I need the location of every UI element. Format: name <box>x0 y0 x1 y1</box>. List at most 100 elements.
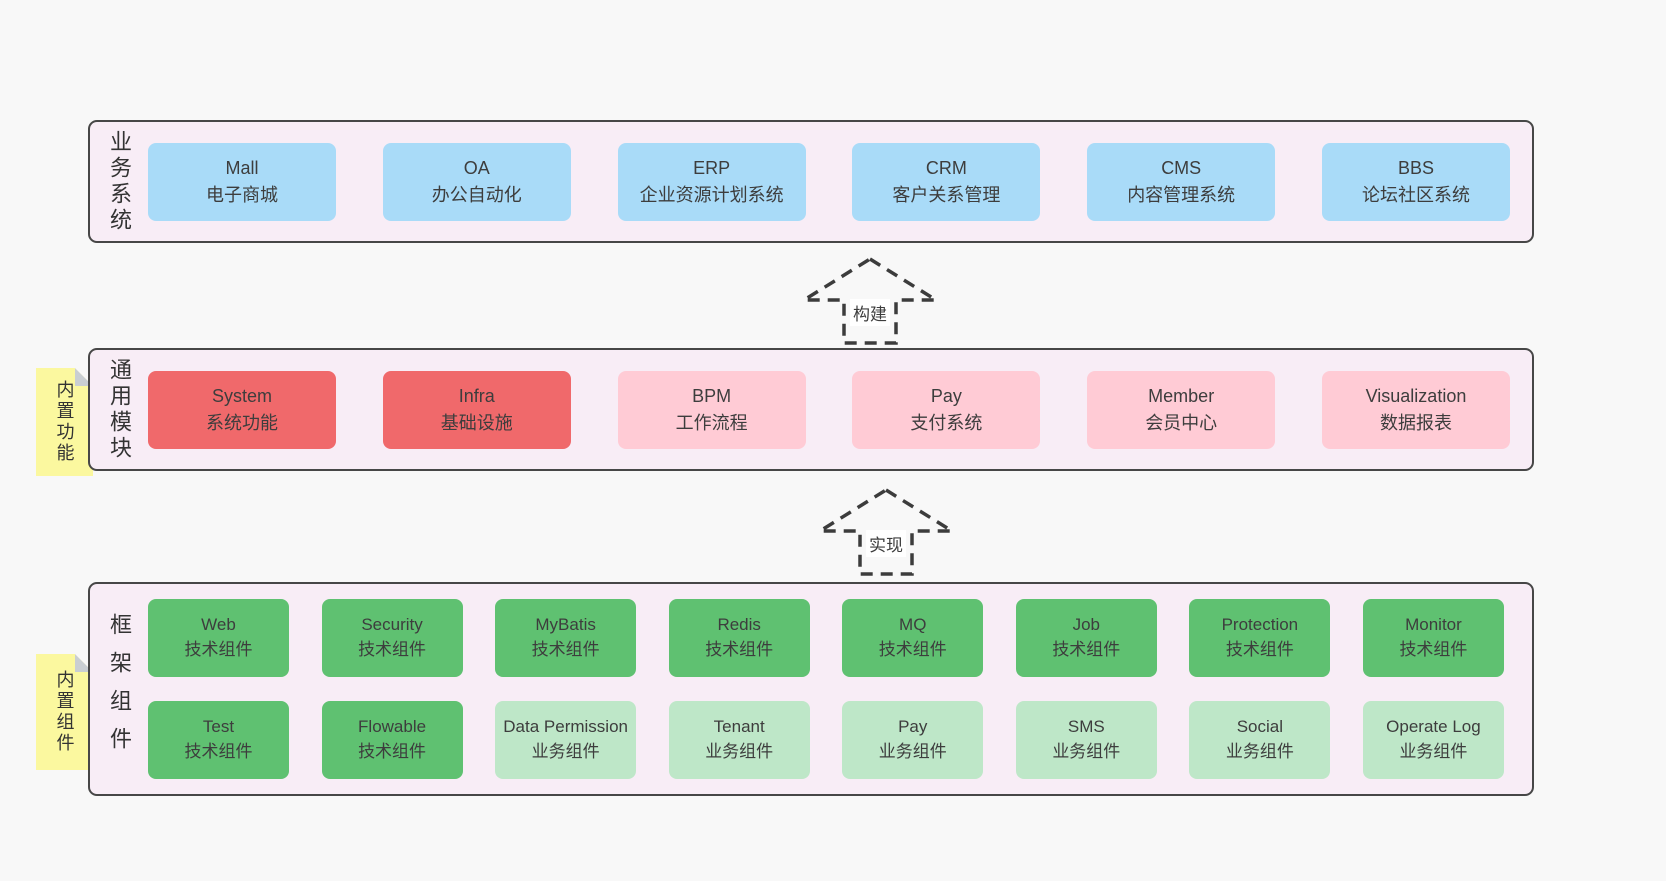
sticky-note-label: 内置功能 <box>54 380 75 464</box>
box-cms: CMS 内容管理系统 <box>1087 142 1276 221</box>
box-title: Redis <box>717 615 761 635</box>
box-desc: 技术组件 <box>531 640 600 659</box>
box-title: SMS <box>1067 717 1105 737</box>
band-label-business: 业务系统 <box>90 122 148 241</box>
box-title: Social <box>1236 717 1284 737</box>
box-tenant: Tenant 业务组件 <box>668 701 810 779</box>
box-title: BBS <box>1397 157 1434 178</box>
arrow-implement: 实现 <box>816 486 956 578</box>
box-title: Web <box>201 615 236 635</box>
box-desc: 数据报表 <box>1379 412 1452 433</box>
box-pay-component: Pay 业务组件 <box>842 701 984 779</box>
box-crm: CRM 客户关系管理 <box>852 142 1041 221</box>
box-sms: SMS 业务组件 <box>1015 701 1157 779</box>
box-title: MyBatis <box>535 615 596 635</box>
box-desc: 技术组件 <box>1225 640 1294 659</box>
box-desc: 业务组件 <box>531 742 600 761</box>
box-title: Tenant <box>713 717 765 737</box>
box-title: Pay <box>930 385 962 406</box>
box-desc: 业务组件 <box>878 742 947 761</box>
box-operate-log: Operate Log 业务组件 <box>1362 701 1504 779</box>
box-desc: 技术组件 <box>358 742 427 761</box>
box-desc: 办公自动化 <box>431 184 522 205</box>
box-mq: MQ 技术组件 <box>842 599 984 677</box>
box-desc: 会员中心 <box>1145 412 1218 433</box>
box-desc: 技术组件 <box>878 640 947 659</box>
box-protection: Protection 技术组件 <box>1189 599 1331 677</box>
business-boxes: Mall 电子商城 OA 办公自动化 ERP 企业资源计划系统 CRM 客户关系… <box>148 122 1532 241</box>
box-desc: 技术组件 <box>184 640 253 659</box>
box-title: ERP <box>693 157 731 178</box>
box-desc: 技术组件 <box>1399 640 1468 659</box>
arrow-implement-label: 实现 <box>866 530 906 557</box>
framework-boxes: Web 技术组件 Security 技术组件 MyBatis 技术组件 Redi… <box>148 584 1532 794</box>
box-system: System 系统功能 <box>148 370 336 449</box>
box-mall: Mall 电子商城 <box>148 142 336 221</box>
up-arrow-icon <box>800 256 940 345</box>
box-title: Security <box>361 615 423 635</box>
box-desc: 业务组件 <box>1052 742 1121 761</box>
box-web: Web 技术组件 <box>148 599 289 677</box>
box-flowable: Flowable 技术组件 <box>321 701 463 779</box>
band-label-modules: 通用模块 <box>90 350 148 469</box>
box-member: Member 会员中心 <box>1087 370 1276 449</box>
box-title: BPM <box>692 385 732 406</box>
box-job: Job 技术组件 <box>1015 599 1157 677</box>
box-desc: 电子商城 <box>206 184 278 205</box>
box-data-permission: Data Permission 业务组件 <box>495 701 637 779</box>
box-bbs: BBS 论坛社区系统 <box>1321 142 1510 221</box>
band-label-text: 业务系统 <box>107 129 132 234</box>
box-oa: OA 办公自动化 <box>382 142 571 221</box>
box-desc: 客户关系管理 <box>892 184 1001 205</box>
module-boxes: System 系统功能 Infra 基础设施 BPM 工作流程 Pay 支付系统… <box>148 350 1532 469</box>
box-title: MQ <box>899 615 927 635</box>
sticky-note-label: 内置组件 <box>54 670 75 754</box>
sticky-note-built-in-features: 内置功能 <box>36 368 93 476</box>
box-title: Flowable <box>358 717 427 737</box>
box-pay-module: Pay 支付系统 <box>852 370 1041 449</box>
box-title: Infra <box>458 385 495 406</box>
box-desc: 业务组件 <box>1225 742 1294 761</box>
box-title: Member <box>1148 385 1215 406</box>
box-desc: 系统功能 <box>206 412 278 433</box>
box-desc: 工作流程 <box>675 412 748 433</box>
box-desc: 基础设施 <box>440 412 513 433</box>
box-mybatis: MyBatis 技术组件 <box>495 599 637 677</box>
box-monitor: Monitor 技术组件 <box>1362 599 1504 677</box>
box-desc: 技术组件 <box>358 640 427 659</box>
box-title: Job <box>1072 615 1101 635</box>
box-title: Test <box>202 717 235 737</box>
band-label-text: 通用模块 <box>107 357 132 462</box>
band-label-framework: 框架组件 <box>90 584 148 794</box>
up-arrow-icon <box>816 487 956 576</box>
box-social: Social 业务组件 <box>1189 701 1331 779</box>
box-desc: 内容管理系统 <box>1127 184 1236 205</box>
band-framework-components: 框架组件 Web 技术组件 Security 技术组件 MyBatis 技术组件… <box>88 582 1534 796</box>
box-desc: 论坛社区系统 <box>1361 184 1470 205</box>
box-title: Operate Log <box>1386 717 1481 737</box>
band-common-modules: 通用模块 System 系统功能 Infra 基础设施 BPM 工作流程 Pay… <box>88 348 1534 471</box>
band-label-text: 框架组件 <box>107 613 132 765</box>
box-desc: 技术组件 <box>184 742 253 761</box>
box-desc: 业务组件 <box>1399 742 1468 761</box>
box-title: Mall <box>225 157 259 178</box>
arrow-build: 构建 <box>800 255 940 347</box>
box-desc: 技术组件 <box>1052 640 1121 659</box>
box-title: Monitor <box>1405 615 1462 635</box>
box-desc: 支付系统 <box>910 412 983 433</box>
box-security: Security 技术组件 <box>321 599 463 677</box>
box-erp: ERP 企业资源计划系统 <box>617 142 806 221</box>
box-title: Data Permission <box>503 717 628 737</box>
arrow-build-label: 构建 <box>850 299 890 326</box>
box-title: CMS <box>1161 157 1202 178</box>
box-redis: Redis 技术组件 <box>668 599 810 677</box>
band-business-systems: 业务系统 Mall 电子商城 OA 办公自动化 ERP 企业资源计划系统 CRM… <box>88 120 1534 243</box>
box-title: OA <box>463 157 490 178</box>
box-title: Visualization <box>1365 385 1467 406</box>
box-infra: Infra 基础设施 <box>382 370 571 449</box>
sticky-note-built-in-components: 内置组件 <box>36 654 93 770</box>
box-title: System <box>211 385 272 406</box>
box-bpm: BPM 工作流程 <box>617 370 806 449</box>
box-title: CRM <box>925 157 967 178</box>
box-desc: 技术组件 <box>705 640 774 659</box>
